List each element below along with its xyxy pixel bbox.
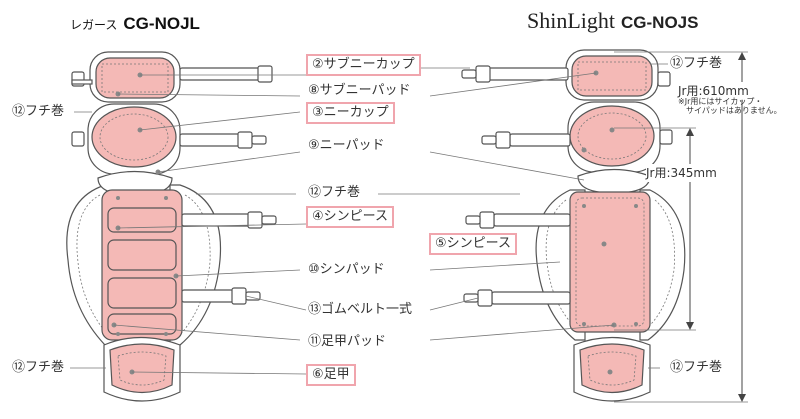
right-instep: [579, 343, 645, 394]
dim-jr-note-1: ※Jr用にはサイカップ・: [678, 97, 763, 106]
right-brand: ShinLight: [527, 8, 616, 33]
dim-jr-note-2: サイパッドはありません。: [686, 106, 782, 115]
label-shin-pad: ⑩シンパッド: [308, 261, 385, 279]
label-sub-knee-cup: ②サブニーカップ: [306, 54, 421, 76]
label-shin-piece-right: ⑤シンピース: [429, 233, 518, 255]
label-edge-right-top: ⑫フチ巻: [670, 55, 723, 73]
right-knee-cup: [569, 105, 655, 167]
label-rubber-belt: ⑬ゴムベルト一式: [308, 301, 413, 319]
right-guard: [461, 49, 686, 402]
label-instep-pad: ⑪足甲パッド: [308, 333, 387, 351]
label-edge-center: ⑫フチ巻: [308, 184, 361, 202]
left-model: CG-NOJL: [123, 14, 200, 33]
left-title: レガース CG-NOJL: [70, 14, 200, 34]
right-shin-piece: [569, 191, 651, 333]
left-strap-1: [179, 67, 261, 81]
left-knee-cup: [91, 106, 177, 168]
label-instep: ⑥足甲: [306, 364, 356, 386]
label-edge-left-bottom: ⑫フチ巻: [12, 359, 65, 377]
leader-lines: [70, 63, 668, 375]
right-model: CG-NOJS: [621, 13, 699, 32]
dim-jr-total: Jr用:610mm: [678, 82, 749, 100]
left-title-prefix: レガース: [70, 18, 118, 32]
label-knee-pad: ⑨ニーパッド: [308, 137, 385, 155]
right-title: ShinLight CG-NOJS: [527, 8, 698, 34]
dim-jr-shin: Jr用:345mm: [646, 164, 717, 182]
label-knee-cup: ③ニーカップ: [306, 102, 395, 124]
label-edge-left-top: ⑫フチ巻: [12, 103, 65, 121]
label-edge-right-bottom: ⑫フチ巻: [670, 359, 723, 377]
label-sub-knee-pad: ⑧サブニーパッド: [308, 82, 411, 100]
left-instep: [109, 343, 175, 394]
left-sub-knee-cup: [95, 57, 175, 99]
left-guard: [66, 51, 277, 402]
label-shin-piece-left: ④シンピース: [306, 206, 395, 228]
